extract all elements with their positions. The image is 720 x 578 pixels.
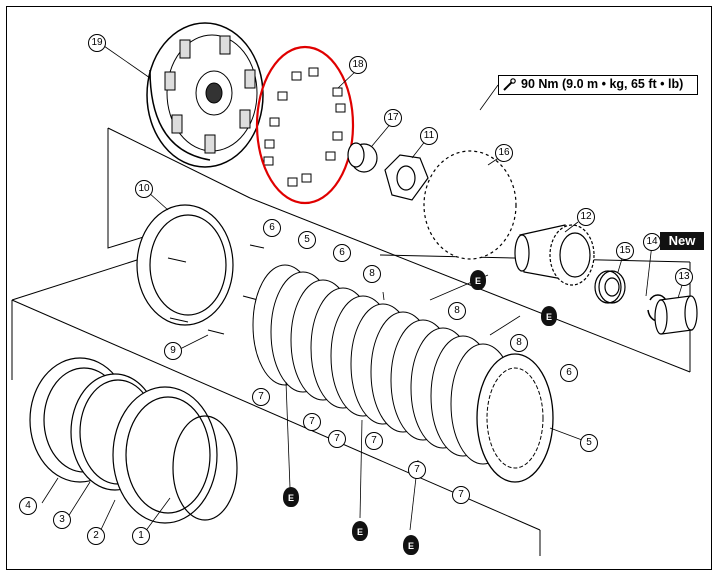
callout-18: 18	[349, 56, 367, 74]
bottom-rings	[29, 357, 238, 524]
torque-spec-box: 90 Nm (9.0 m • kg, 65 ft • lb)	[498, 75, 698, 95]
callout-19: 19	[88, 34, 106, 52]
leader-lines	[41, 45, 684, 537]
callout-6c: 6	[560, 364, 578, 382]
shaft-gear	[514, 224, 595, 286]
callout-7e: 7	[408, 461, 426, 479]
oil-symbol-5: E	[403, 535, 419, 555]
oil-symbol-3: E	[283, 487, 299, 507]
damper-set	[263, 67, 346, 187]
clutch-plate-stack	[252, 264, 554, 483]
callout-10: 10	[135, 180, 153, 198]
callout-8b: 8	[448, 302, 466, 320]
diagram-frame	[6, 6, 712, 570]
callout-5b: 5	[580, 434, 598, 452]
callout-4: 4	[19, 497, 37, 515]
callout-1: 1	[132, 527, 150, 545]
callout-6a: 6	[263, 219, 281, 237]
callout-14: 14	[643, 233, 661, 251]
callout-8c: 8	[510, 334, 528, 352]
callout-7b: 7	[303, 413, 321, 431]
bearing	[594, 270, 626, 304]
oil-symbol-1: E	[470, 270, 486, 290]
callout-8a: 8	[363, 265, 381, 283]
collar	[347, 142, 378, 173]
pressure-plate	[136, 204, 234, 326]
callout-7c: 7	[328, 430, 346, 448]
callout-3: 3	[53, 511, 71, 529]
oil-symbol-2: E	[541, 306, 557, 326]
callout-7a: 7	[252, 388, 270, 406]
clutch-housing	[146, 22, 264, 168]
callout-5a: 5	[298, 231, 316, 249]
needle-bearing	[654, 295, 698, 335]
callout-11: 11	[420, 127, 438, 145]
torque-spec-text: 90 Nm (9.0 m • kg, 65 ft • lb)	[521, 77, 684, 91]
nut	[384, 154, 429, 201]
callout-13: 13	[675, 268, 693, 286]
callout-16: 16	[495, 144, 513, 162]
callout-6b: 6	[333, 244, 351, 262]
callout-7f: 7	[452, 486, 470, 504]
callout-17: 17	[384, 109, 402, 127]
callout-15: 15	[616, 242, 634, 260]
callout-7d: 7	[365, 432, 383, 450]
oil-symbol-4: E	[352, 521, 368, 541]
primary-driven-gear	[423, 150, 517, 260]
callout-2: 2	[87, 527, 105, 545]
highlight-circle	[255, 45, 355, 205]
callout-12: 12	[577, 208, 595, 226]
new-badge: New	[660, 232, 704, 250]
wrench-icon	[503, 78, 516, 91]
callout-9: 9	[164, 342, 182, 360]
